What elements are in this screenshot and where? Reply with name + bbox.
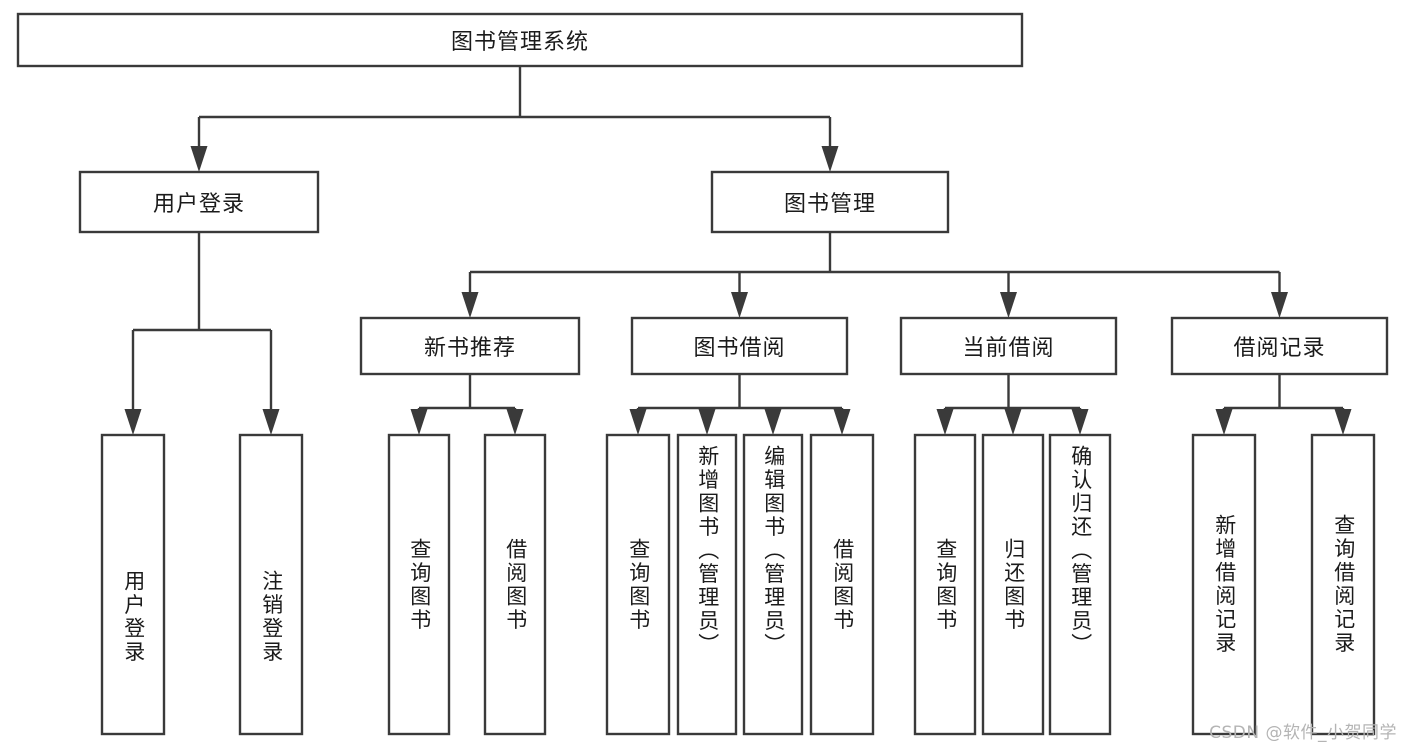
node-box-borrow-record[interactable] (1170, 316, 1389, 376)
node-box-leaf-return-book[interactable] (981, 433, 1045, 736)
node-box-leaf-query-book-borrow[interactable] (605, 433, 671, 736)
node-box-new-book-rec[interactable] (359, 316, 581, 376)
arrow-head-borrow-record (1271, 292, 1288, 318)
connector-group-borrow-record (1215, 374, 1352, 435)
node-box-leaf-user-login[interactable] (100, 433, 166, 736)
arrow-head-leaf-borrow-book-rec (506, 409, 524, 435)
node-box-current-borrow[interactable] (899, 316, 1118, 376)
arrow-head-new-book-rec (461, 292, 479, 318)
connector-group-book-manage (461, 232, 1288, 318)
node-box-book-borrow[interactable] (630, 316, 849, 376)
node-box-leaf-add-record[interactable] (1191, 433, 1257, 736)
connector-layer (124, 66, 1352, 435)
watermark-text: CSDN @软件_小贺同学 (1209, 723, 1397, 743)
node-box-leaf-borrow-book[interactable] (809, 433, 875, 736)
arrow-head-book-borrow (731, 292, 748, 318)
node-box-leaf-confirm-return[interactable] (1048, 433, 1112, 736)
arrow-head-leaf-edit-book (764, 409, 782, 435)
connector-group-user-login (124, 232, 280, 435)
connector-group-current-borrow (936, 374, 1089, 435)
arrow-head-user-login (190, 146, 208, 172)
node-box-leaf-query-book-rec[interactable] (387, 433, 451, 736)
arrow-head-leaf-return-book (1004, 409, 1022, 435)
node-box-leaf-user-logout[interactable] (238, 433, 304, 736)
arrow-head-current-borrow (1000, 292, 1017, 318)
arrow-head-leaf-add-record (1215, 409, 1233, 435)
node-box-user-login[interactable] (78, 170, 320, 234)
node-box-leaf-query-record[interactable] (1310, 433, 1376, 736)
connector-group-root (190, 66, 839, 172)
arrow-head-leaf-user-logout (262, 409, 280, 435)
node-box-leaf-edit-book[interactable] (742, 433, 804, 736)
node-box-leaf-query-book-cur[interactable] (913, 433, 977, 736)
connector-group-new-book-rec (410, 374, 524, 435)
arrow-head-leaf-confirm-return (1071, 409, 1089, 435)
arrow-head-leaf-query-book-rec (410, 409, 428, 435)
arrow-head-leaf-user-login (124, 409, 142, 435)
node-box-leaf-borrow-book-rec[interactable] (483, 433, 547, 736)
arrow-head-leaf-query-record (1334, 409, 1352, 435)
arrow-head-leaf-borrow-book (833, 409, 851, 435)
node-box-layer (16, 12, 1389, 736)
arrow-head-book-manage (821, 146, 839, 172)
node-box-leaf-add-book[interactable] (676, 433, 738, 736)
node-box-book-manage[interactable] (710, 170, 950, 234)
node-box-root[interactable] (16, 12, 1024, 68)
connector-group-book-borrow (629, 374, 851, 435)
arrow-head-leaf-add-book (698, 409, 716, 435)
arrow-head-leaf-query-book-cur (936, 409, 954, 435)
arrow-head-leaf-query-book-borrow (629, 409, 647, 435)
